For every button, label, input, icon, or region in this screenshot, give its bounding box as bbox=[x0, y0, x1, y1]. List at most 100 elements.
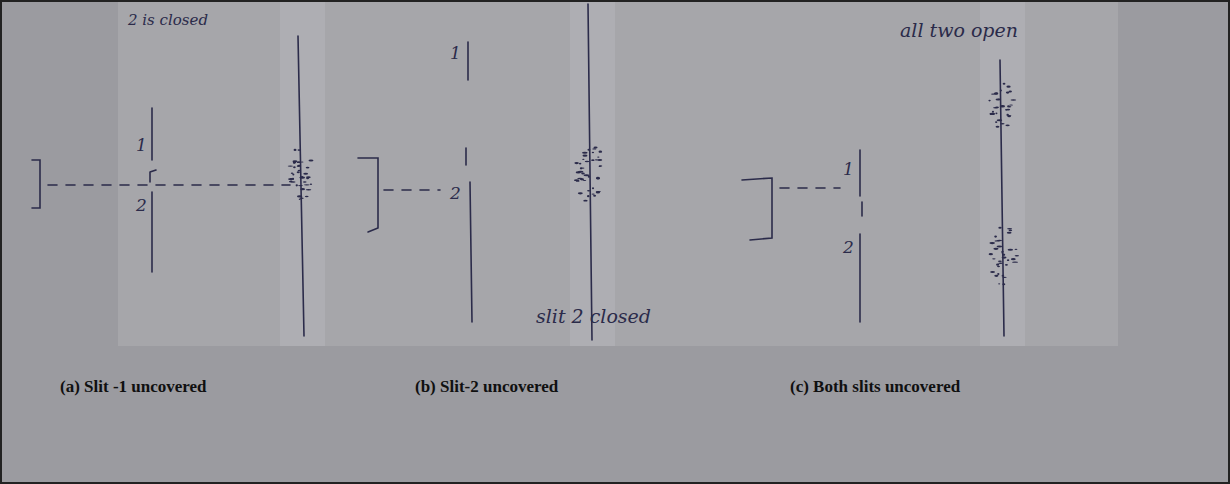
hit-dot bbox=[297, 166, 301, 167]
hit-dot bbox=[296, 184, 298, 186]
hit-dot bbox=[597, 159, 602, 161]
hit-dot bbox=[581, 173, 585, 175]
hit-dot bbox=[993, 248, 998, 250]
hit-dot bbox=[995, 112, 997, 114]
hit-dot bbox=[583, 180, 587, 181]
hit-dot bbox=[989, 113, 995, 115]
hit-dot bbox=[1000, 105, 1005, 107]
hit-dot bbox=[306, 178, 309, 180]
hit-dot bbox=[996, 264, 999, 266]
hit-dot bbox=[1007, 116, 1011, 117]
hit-dot bbox=[298, 170, 301, 172]
slit-number: 1 bbox=[136, 136, 147, 155]
barrier bbox=[151, 108, 153, 160]
barrier bbox=[467, 42, 469, 80]
hit-dot bbox=[299, 176, 305, 178]
hit-dot bbox=[593, 147, 597, 149]
hit-dot bbox=[997, 240, 1002, 242]
hit-dot bbox=[997, 273, 999, 275]
hit-dot bbox=[592, 148, 596, 149]
hit-dot bbox=[1011, 258, 1016, 260]
slit-mark bbox=[465, 148, 467, 165]
hit-dot bbox=[1002, 277, 1006, 278]
photo-ground bbox=[118, 2, 1118, 346]
hit-dot bbox=[574, 179, 580, 181]
hit-dot bbox=[1002, 275, 1004, 277]
barrier bbox=[859, 150, 861, 196]
hit-dot bbox=[288, 178, 292, 180]
hit-dot bbox=[1005, 109, 1008, 111]
hit-dot bbox=[582, 155, 587, 157]
hit-dot bbox=[292, 173, 294, 175]
hit-dot bbox=[994, 275, 998, 277]
hit-dot bbox=[1008, 249, 1014, 251]
screen-strip bbox=[280, 2, 325, 346]
hit-dot bbox=[297, 171, 300, 173]
panel-caption: (a) Slit -1 uncovered bbox=[60, 378, 207, 397]
hit-dot bbox=[301, 161, 304, 162]
screen bbox=[588, 4, 592, 340]
hit-dot bbox=[592, 194, 595, 195]
hit-dot bbox=[1015, 249, 1018, 250]
hit-dot bbox=[992, 111, 994, 113]
hit-dot bbox=[579, 163, 581, 165]
hit-dot bbox=[994, 93, 998, 95]
hit-dot bbox=[297, 149, 300, 151]
hit-dot bbox=[596, 191, 600, 193]
hit-dot bbox=[997, 246, 1003, 248]
hit-dot bbox=[583, 200, 587, 202]
handwritten-note: slit 2 closed bbox=[536, 306, 651, 327]
hit-dot bbox=[299, 198, 301, 200]
hit-dot bbox=[289, 178, 292, 180]
hit-dot bbox=[1002, 254, 1005, 256]
hit-dot bbox=[599, 151, 603, 153]
hit-dot bbox=[995, 121, 997, 123]
hit-dot bbox=[989, 253, 993, 255]
hit-dot bbox=[1002, 275, 1004, 276]
hit-dot bbox=[578, 192, 583, 194]
hit-dot bbox=[1003, 254, 1005, 256]
hit-dot bbox=[1015, 255, 1019, 256]
hit-dot bbox=[581, 167, 584, 168]
hit-dot bbox=[1005, 124, 1009, 126]
hit-dot bbox=[588, 176, 590, 178]
hit-dot bbox=[1005, 264, 1008, 266]
hit-dot bbox=[1007, 105, 1009, 107]
hit-dot bbox=[576, 181, 580, 182]
hit-dot bbox=[306, 167, 310, 169]
hit-dot bbox=[293, 166, 296, 168]
hit-dots bbox=[288, 83, 1019, 285]
screen bbox=[298, 36, 304, 336]
screen bbox=[1000, 60, 1004, 336]
hit-dot bbox=[288, 165, 293, 166]
hit-dot bbox=[582, 159, 584, 160]
hit-dot bbox=[1007, 232, 1012, 234]
hit-dot bbox=[994, 236, 997, 238]
hit-dot bbox=[304, 184, 310, 185]
hit-dot bbox=[592, 187, 594, 189]
slit-mark bbox=[861, 202, 863, 216]
hit-dot bbox=[1007, 106, 1011, 107]
hit-dot bbox=[599, 165, 602, 167]
ray-line bbox=[384, 189, 440, 191]
hit-dot bbox=[587, 149, 590, 151]
hit-dot bbox=[303, 181, 307, 182]
hit-dot bbox=[297, 195, 302, 197]
hit-dot bbox=[989, 242, 995, 244]
hit-dot bbox=[1009, 104, 1013, 105]
hit-dot bbox=[1002, 256, 1007, 258]
source-bracket bbox=[742, 178, 772, 240]
hit-dot bbox=[578, 171, 584, 173]
hit-dot bbox=[294, 149, 297, 151]
hit-dot bbox=[289, 181, 293, 183]
barrier bbox=[151, 192, 153, 272]
hit-dot bbox=[990, 114, 995, 115]
slit-mark bbox=[150, 170, 156, 182]
hit-dot bbox=[591, 159, 594, 161]
hit-dot bbox=[996, 98, 1001, 100]
hit-dot bbox=[297, 165, 301, 166]
hit-dot bbox=[301, 176, 303, 177]
source-bracket bbox=[32, 160, 40, 208]
hit-dot bbox=[1006, 115, 1011, 116]
